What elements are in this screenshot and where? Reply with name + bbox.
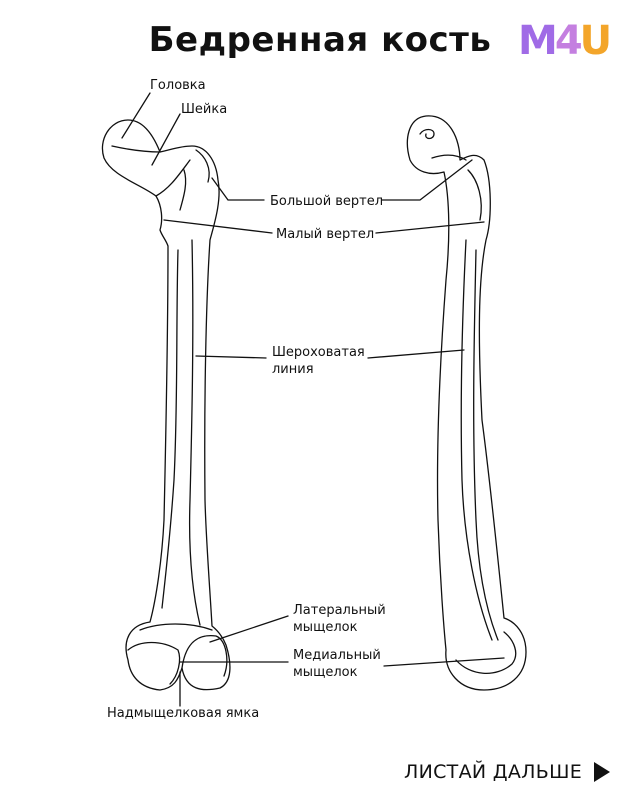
next-page-button[interactable]: ЛИСТАЙ ДАЛЬШЕ [404, 760, 611, 784]
label-lateral-condyle-1: Латеральный [293, 603, 386, 618]
right-femur-head-fovea [419, 128, 435, 140]
label-linea-aspera-2: линия [272, 362, 314, 377]
leader-lateral-condyle [209, 615, 289, 643]
right-femur-shaft-inner [473, 249, 499, 641]
left-femur-trochanter-detail [179, 149, 210, 211]
left-femur-head-line [111, 145, 161, 153]
label-greater-trochanter: Большой вертел [270, 194, 384, 209]
label-intercondylar-fossa: Надмыщелковая ямка [107, 706, 260, 721]
leader-greater-trochanter-left [211, 177, 265, 201]
leader-head [121, 92, 151, 139]
left-femur-condyle-lateral [181, 635, 228, 677]
leader-lesser-trochanter-right [375, 221, 485, 234]
logo-letter-u: U [579, 18, 613, 64]
leader-medial-condyle-right [383, 657, 505, 667]
label-head: Головка [150, 78, 206, 93]
left-femur-condyle-medial [127, 641, 181, 685]
label-medial-condyle-1: Медиальный [293, 648, 381, 663]
left-femur-shaft-inner2 [188, 239, 201, 626]
right-femur-condyle [455, 631, 517, 675]
label-neck: Шейка [181, 102, 228, 117]
leader-linea-aspera-left [195, 355, 267, 359]
right-femur-outline [406, 115, 527, 691]
label-lateral-condyle-2: мыщелок [293, 620, 358, 635]
left-femur-condyle-top [139, 623, 213, 631]
leader-greater-trochanter-right [381, 159, 473, 201]
left-femur-neck-line [155, 159, 191, 197]
page-title: Бедренная кость [148, 20, 492, 60]
leader-neck [151, 113, 181, 166]
left-femur-outline [101, 119, 231, 691]
brand-logo: M4U [516, 12, 634, 68]
right-femur-neck-line [431, 154, 467, 161]
left-femur-shaft-inner [161, 249, 179, 609]
label-linea-aspera-1: Шероховатая [272, 345, 365, 360]
next-page-label: ЛИСТАЙ ДАЛЬШЕ [404, 761, 583, 783]
logo-letter-m: M [518, 18, 558, 64]
label-medial-condyle-2: мыщелок [293, 665, 358, 680]
play-arrow-icon [594, 762, 611, 782]
label-lesser-trochanter: Малый вертел [276, 227, 375, 242]
leader-lesser-trochanter-left [163, 219, 273, 234]
logo-digit-4: 4 [554, 18, 583, 64]
leader-linea-aspera-right [367, 349, 465, 359]
right-femur-linea-aspera [460, 239, 493, 641]
right-femur-trochanter-detail [467, 169, 482, 221]
